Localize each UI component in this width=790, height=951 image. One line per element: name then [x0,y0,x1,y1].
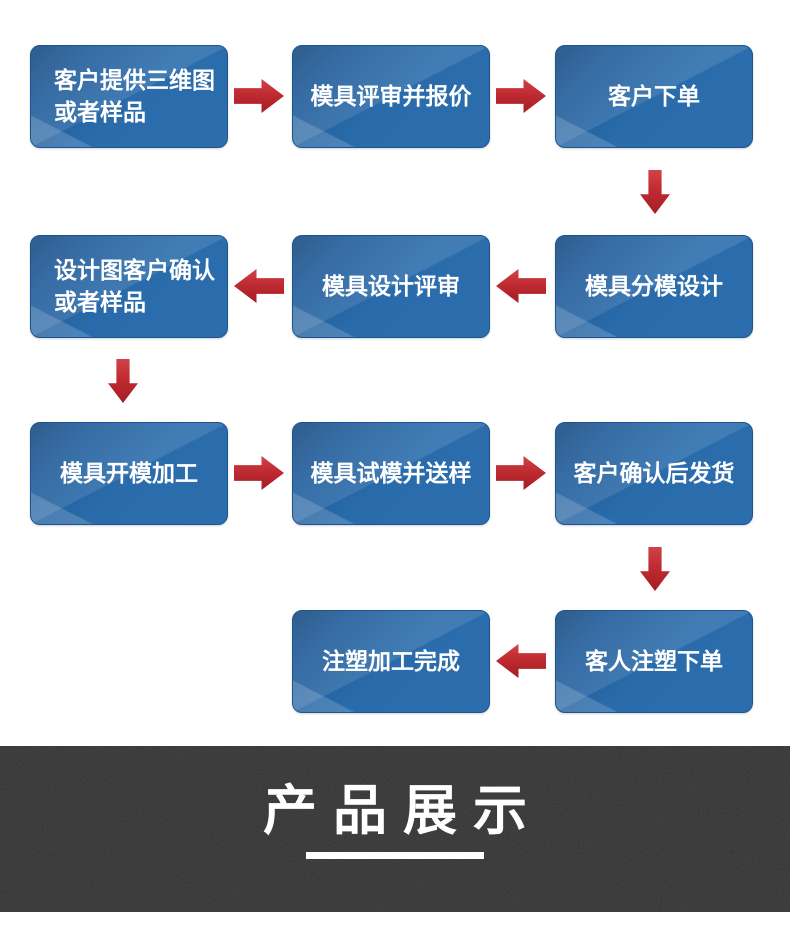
flow-step-ship-after-confirmation: 客户确认后发货 [555,422,753,525]
arrow-left-icon [234,269,284,303]
flow-step-label: 注塑加工完成 [322,648,460,675]
arrow-left-icon [496,269,546,303]
arrow-right-icon [234,456,284,490]
flow-step-injection-order: 客人注塑下单 [555,610,753,713]
flow-step-label: 模具试模并送样 [310,460,472,487]
flow-step-mold-parting-design: 模具分模设计 [555,235,753,338]
flow-step-mold-trial-sampling: 模具试模并送样 [292,422,490,525]
flow-step-mold-design-review: 模具设计评审 [292,235,490,338]
arrow-right-icon [496,79,546,113]
arrow-down-icon [108,359,138,403]
flow-step-mold-machining: 模具开模加工 [30,422,228,525]
flow-step-design-confirmation: 设计图客户确认 或者样品 [30,235,228,338]
flow-step-customer-order: 客户下单 [555,45,753,148]
flow-step-label: 客户提供三维图 或者样品 [54,67,215,126]
flow-step-label: 模具开模加工 [60,460,198,487]
flow-step-label: 客人注塑下单 [585,648,723,675]
arrow-down-icon [640,547,670,591]
flow-step-customer-provides-3d-or-sample: 客户提供三维图 或者样品 [30,45,228,148]
flow-step-label: 模具设计评审 [322,273,460,300]
banner-title: 产品展示 [263,779,543,842]
flow-step-injection-complete: 注塑加工完成 [292,610,490,713]
arrow-right-icon [234,79,284,113]
arrow-right-icon [496,456,546,490]
flow-step-label: 客户确认后发货 [573,460,735,487]
flow-step-label: 客户下单 [608,83,700,110]
flow-step-label: 模具评审并报价 [310,83,472,110]
flow-step-label: 设计图客户确认 或者样品 [54,257,215,316]
arrow-down-icon [640,170,670,214]
grain-texture [0,746,790,912]
flow-step-mold-review-quotation: 模具评审并报价 [292,45,490,148]
product-showcase-banner: 产品展示 [0,746,790,912]
banner-underline [306,852,484,860]
arrow-left-icon [496,644,546,678]
flow-step-label: 模具分模设计 [585,273,723,300]
